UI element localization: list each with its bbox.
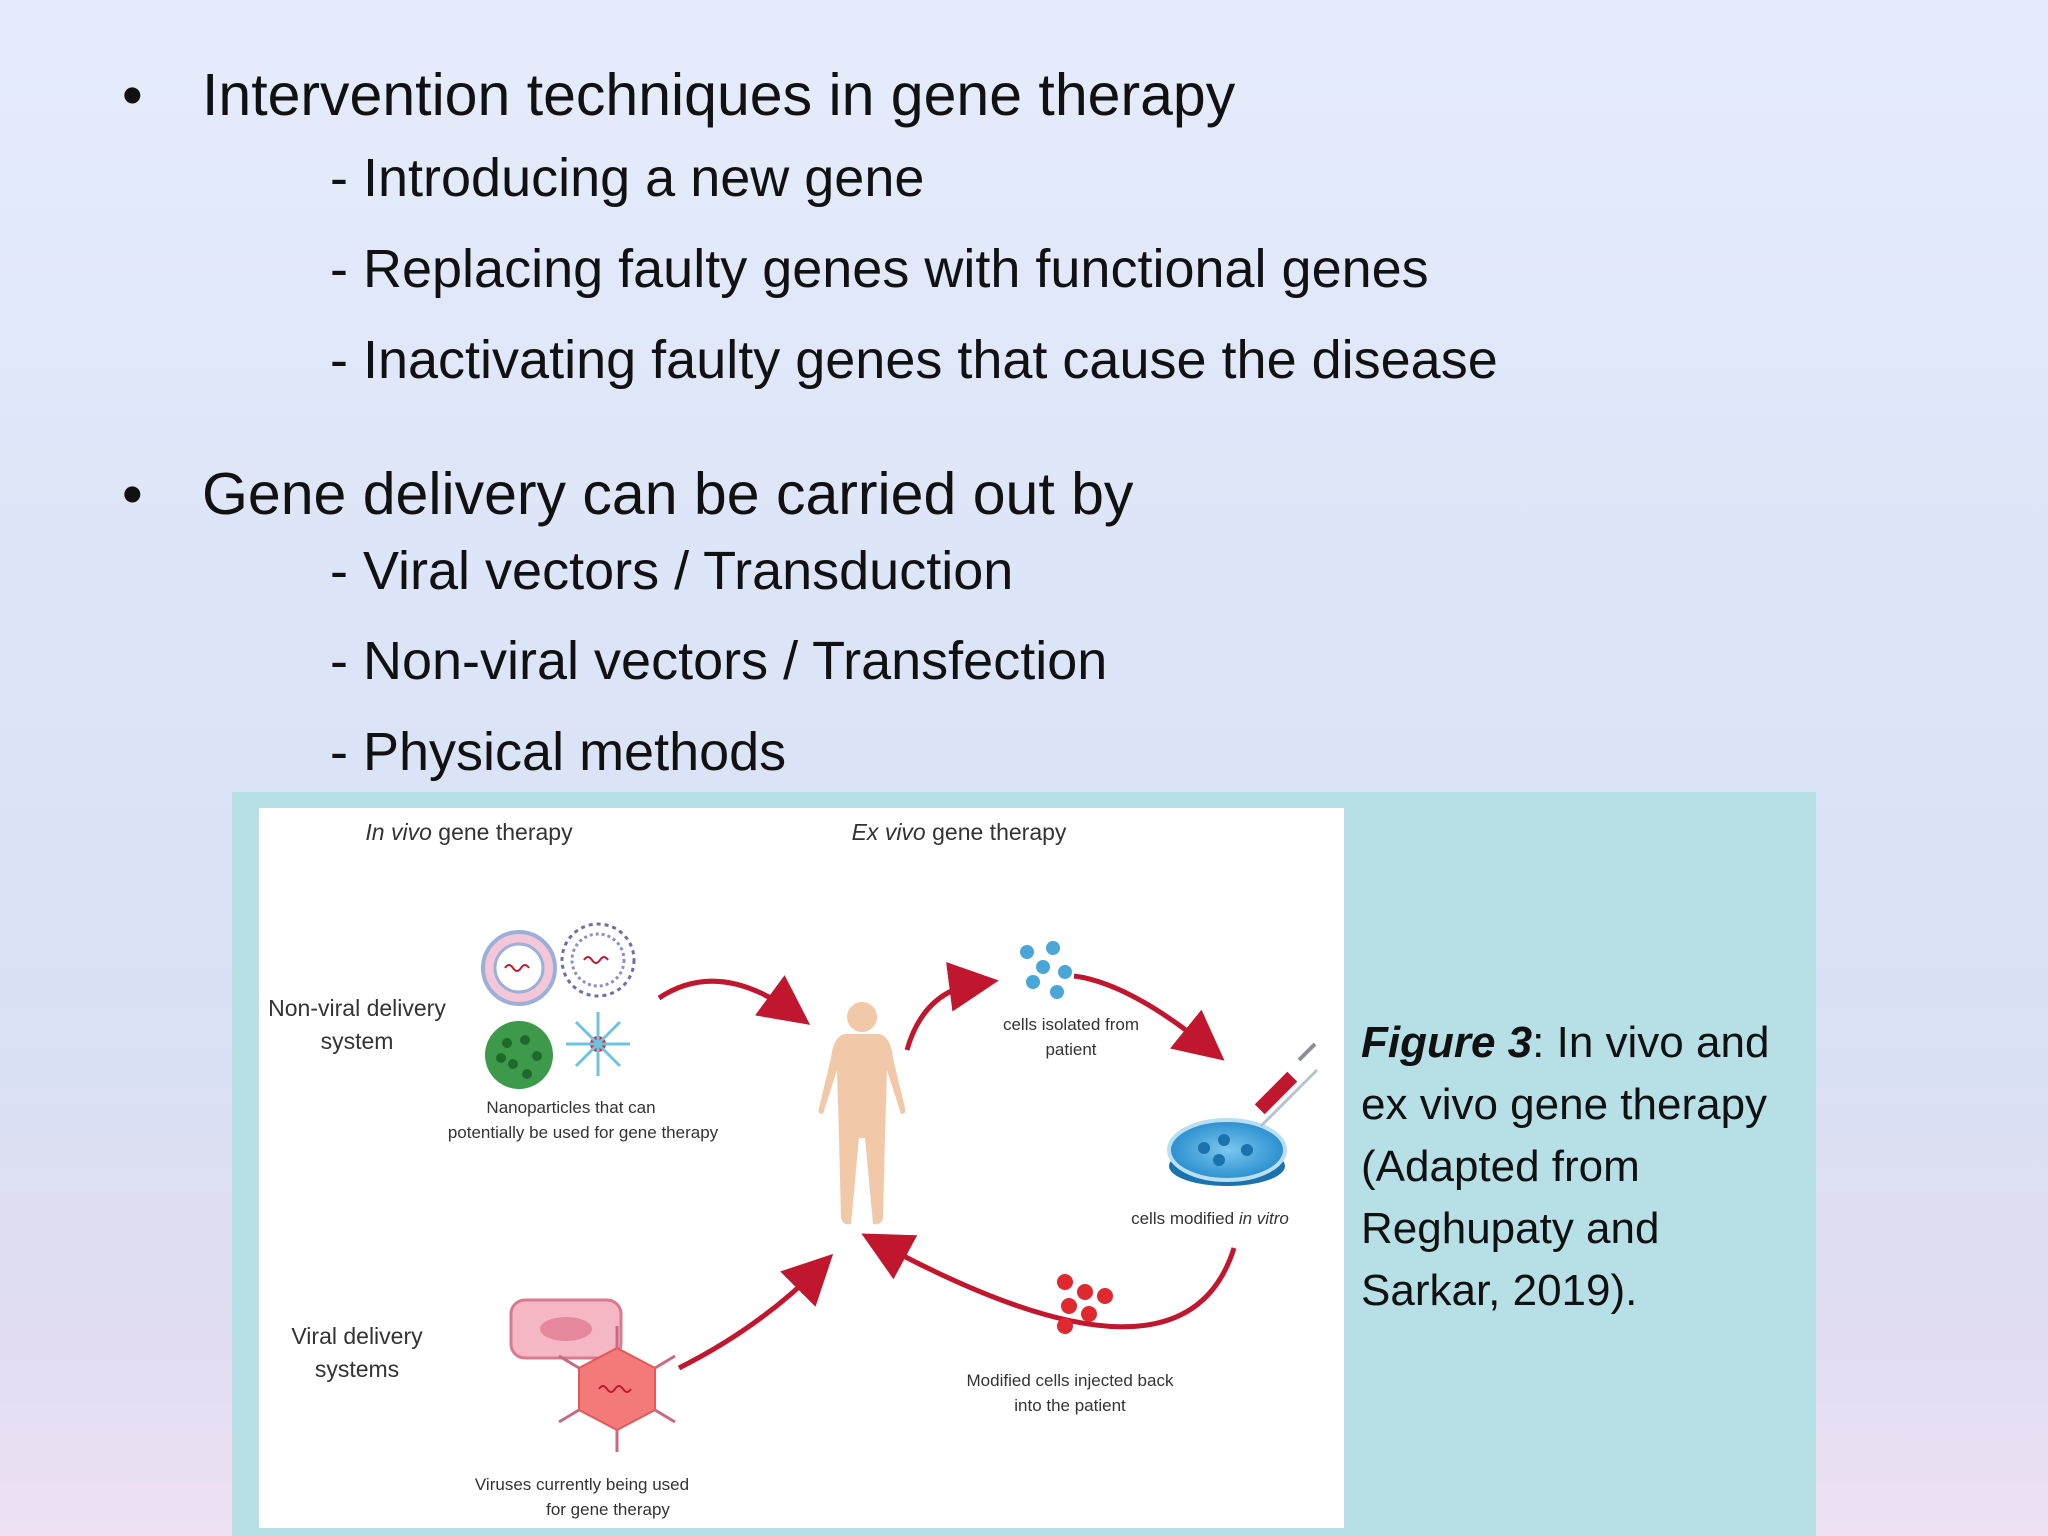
- isolated-cells-icon: [1020, 941, 1072, 999]
- sub-item: - Introducing a new gene: [330, 148, 925, 208]
- polymer-nanoparticle-icon: [485, 1021, 553, 1089]
- viral-label-line2: systems: [315, 1356, 399, 1382]
- liposome-icon: [481, 930, 557, 1006]
- nanoparticles-caption-line2: potentially be used for gene therapy: [448, 1123, 719, 1142]
- cells-isolated-line2: patient: [1045, 1040, 1096, 1059]
- nanoparticles-caption-line1: Nanoparticles that can: [486, 1098, 655, 1117]
- viruses-caption-line1: Viruses currently being used: [475, 1475, 689, 1494]
- arrow-isolated-to-dish: [1073, 973, 1225, 1061]
- cells-isolated-line1: cells isolated from: [1003, 1015, 1139, 1034]
- caption-text: : In vivo and ex vivo gene therapy (Adap…: [1361, 1018, 1770, 1315]
- petri-dish-icon: [1167, 1118, 1287, 1186]
- figure-caption: Figure 3: In vivo and ex vivo gene thera…: [1361, 1012, 1801, 1322]
- sub-item: - Non-viral vectors / Transfection: [330, 631, 1108, 691]
- lentivirus-icon: [509, 1298, 623, 1360]
- nonviral-label-line1: Non-viral delivery: [268, 995, 446, 1021]
- sub-item: - Physical methods: [330, 722, 787, 782]
- figure-panel: In vivo gene therapy Ex vivo gene therap…: [232, 792, 1816, 1536]
- micelle-icon: [560, 922, 636, 998]
- bullet-dot: •: [122, 62, 143, 128]
- modified-injected-line2: into the patient: [1014, 1396, 1126, 1415]
- dendrimer-icon: [566, 1012, 630, 1076]
- arrow-viral-to-patient: [677, 1253, 834, 1371]
- modified-injected-line1: Modified cells injected back: [967, 1371, 1174, 1390]
- gene-therapy-diagram: In vivo gene therapy Ex vivo gene therap…: [259, 808, 1344, 1528]
- caption-label: Figure 3: [1361, 1018, 1533, 1067]
- viruses-caption-line2: for gene therapy: [546, 1500, 670, 1519]
- sub-item: - Viral vectors / Transduction: [330, 541, 1014, 601]
- nonviral-label-line2: system: [321, 1028, 394, 1054]
- arrow-patient-to-isolated: [904, 962, 999, 1051]
- arrow-nonviral-to-patient: [657, 975, 811, 1025]
- in-vivo-title: In vivo gene therapy: [365, 819, 573, 845]
- viral-label-line1: Viral delivery: [291, 1323, 423, 1349]
- bullet-title: Intervention techniques in gene therapy: [202, 62, 1236, 128]
- sub-item: - Inactivating faulty genes that cause t…: [330, 330, 1498, 390]
- bullet-dot: •: [122, 461, 143, 527]
- adenovirus-icon: [558, 1326, 676, 1452]
- bullet-title: Gene delivery can be carried out by: [202, 461, 1134, 527]
- human-body-icon: [818, 1002, 906, 1225]
- modified-cells-icon: [1057, 1274, 1113, 1334]
- ex-vivo-title: Ex vivo gene therapy: [852, 819, 1067, 845]
- syringe-icon: [1254, 1042, 1319, 1128]
- cells-modified-label: cells modified in vitro: [1131, 1209, 1289, 1228]
- arrow-modified-to-patient: [861, 1233, 1237, 1330]
- sub-item: - Replacing faulty genes with functional…: [330, 239, 1429, 299]
